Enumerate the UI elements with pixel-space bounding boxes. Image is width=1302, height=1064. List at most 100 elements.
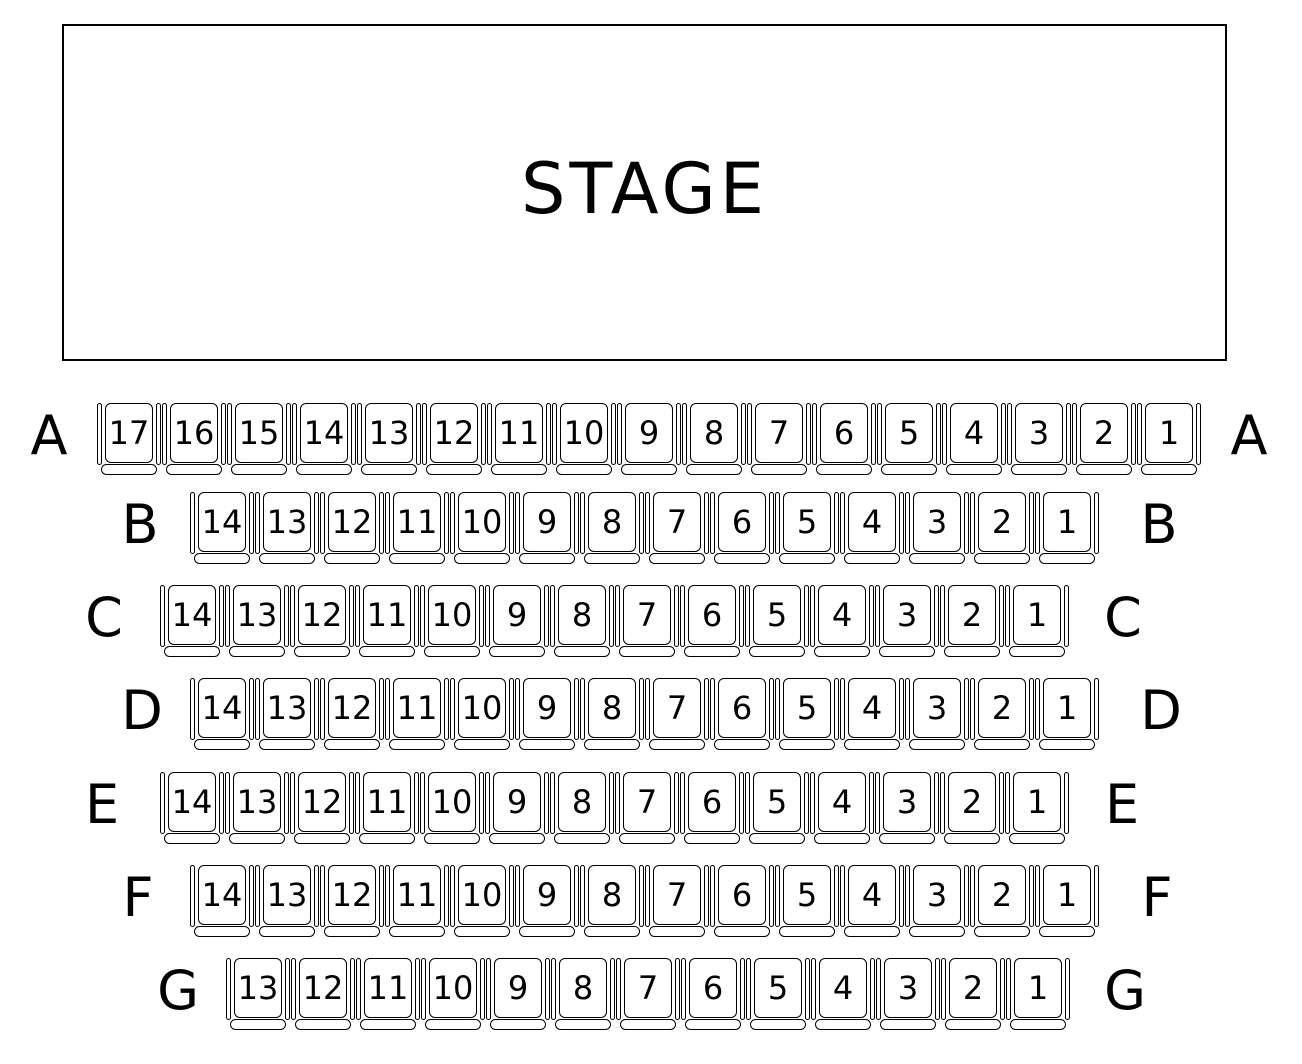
seat[interactable]: 5 — [775, 865, 839, 939]
seat[interactable]: 16 — [162, 403, 226, 477]
seat[interactable]: 11 — [355, 585, 419, 659]
seat[interactable]: 9 — [485, 772, 549, 846]
seat[interactable]: 2 — [970, 492, 1034, 566]
seat[interactable]: 11 — [487, 403, 551, 477]
seat[interactable]: 13 — [255, 678, 319, 752]
seat[interactable]: 1 — [1006, 958, 1070, 1032]
seat[interactable]: 8 — [551, 958, 615, 1032]
seat[interactable]: 7 — [645, 865, 709, 939]
seat[interactable]: 14 — [292, 403, 356, 477]
seat[interactable]: 7 — [747, 403, 811, 477]
seat[interactable]: 3 — [876, 958, 940, 1032]
seat[interactable]: 7 — [615, 772, 679, 846]
seat[interactable]: 8 — [550, 772, 614, 846]
seat[interactable]: 9 — [515, 492, 579, 566]
seat[interactable]: 8 — [580, 678, 644, 752]
seat[interactable]: 12 — [422, 403, 486, 477]
seat[interactable]: 11 — [385, 492, 449, 566]
seat[interactable]: 7 — [645, 678, 709, 752]
seat[interactable]: 6 — [710, 865, 774, 939]
seat[interactable]: 8 — [550, 585, 614, 659]
seat[interactable]: 7 — [615, 585, 679, 659]
seat[interactable]: 6 — [680, 772, 744, 846]
seat[interactable]: 13 — [226, 958, 290, 1032]
seat[interactable]: 12 — [291, 958, 355, 1032]
seat[interactable]: 4 — [840, 678, 904, 752]
seat[interactable]: 2 — [941, 958, 1005, 1032]
seat[interactable]: 4 — [811, 958, 875, 1032]
seat[interactable]: 14 — [190, 492, 254, 566]
seat[interactable]: 17 — [97, 403, 161, 477]
seat[interactable]: 14 — [160, 585, 224, 659]
seat[interactable]: 4 — [942, 403, 1006, 477]
seat[interactable]: 9 — [486, 958, 550, 1032]
seat[interactable]: 6 — [710, 678, 774, 752]
seat[interactable]: 1 — [1005, 585, 1069, 659]
seat[interactable]: 15 — [227, 403, 291, 477]
seat[interactable]: 1 — [1137, 403, 1201, 477]
seat[interactable]: 8 — [580, 865, 644, 939]
seat[interactable]: 14 — [190, 865, 254, 939]
seat[interactable]: 4 — [840, 865, 904, 939]
seat[interactable]: 9 — [515, 865, 579, 939]
seat[interactable]: 13 — [225, 585, 289, 659]
seat[interactable]: 8 — [580, 492, 644, 566]
seat[interactable]: 6 — [680, 585, 744, 659]
seat[interactable]: 12 — [320, 678, 384, 752]
seat[interactable]: 2 — [1072, 403, 1136, 477]
seat[interactable]: 13 — [225, 772, 289, 846]
seat[interactable]: 8 — [682, 403, 746, 477]
seat[interactable]: 12 — [320, 865, 384, 939]
seat[interactable]: 12 — [320, 492, 384, 566]
seat[interactable]: 5 — [775, 678, 839, 752]
seat[interactable]: 1 — [1005, 772, 1069, 846]
seat[interactable]: 7 — [616, 958, 680, 1032]
seat[interactable]: 10 — [421, 958, 485, 1032]
seat[interactable]: 9 — [485, 585, 549, 659]
seat[interactable]: 12 — [290, 772, 354, 846]
seat[interactable]: 4 — [810, 772, 874, 846]
seat[interactable]: 10 — [552, 403, 616, 477]
seat[interactable]: 10 — [450, 865, 514, 939]
seat[interactable]: 13 — [255, 492, 319, 566]
seat[interactable]: 6 — [681, 958, 745, 1032]
seat[interactable]: 1 — [1035, 492, 1099, 566]
seat[interactable]: 5 — [746, 958, 810, 1032]
seat[interactable]: 2 — [970, 678, 1034, 752]
seat[interactable]: 13 — [255, 865, 319, 939]
seat[interactable]: 2 — [940, 772, 1004, 846]
seat[interactable]: 4 — [810, 585, 874, 659]
seat[interactable]: 14 — [190, 678, 254, 752]
seat[interactable]: 1 — [1035, 678, 1099, 752]
seat[interactable]: 5 — [745, 772, 809, 846]
seat[interactable]: 10 — [420, 772, 484, 846]
seat[interactable]: 14 — [160, 772, 224, 846]
seat[interactable]: 6 — [710, 492, 774, 566]
seat[interactable]: 3 — [905, 678, 969, 752]
seat[interactable]: 11 — [385, 678, 449, 752]
seat[interactable]: 9 — [617, 403, 681, 477]
seat[interactable]: 5 — [775, 492, 839, 566]
seat[interactable]: 3 — [875, 772, 939, 846]
seat[interactable]: 13 — [357, 403, 421, 477]
seat[interactable]: 11 — [355, 772, 419, 846]
seat[interactable]: 3 — [905, 492, 969, 566]
seat[interactable]: 3 — [1007, 403, 1071, 477]
seat[interactable]: 11 — [385, 865, 449, 939]
seat[interactable]: 7 — [645, 492, 709, 566]
seat[interactable]: 10 — [420, 585, 484, 659]
seat[interactable]: 5 — [745, 585, 809, 659]
seat[interactable]: 1 — [1035, 865, 1099, 939]
seat[interactable]: 5 — [877, 403, 941, 477]
seat[interactable]: 2 — [940, 585, 1004, 659]
seat[interactable]: 4 — [840, 492, 904, 566]
seat[interactable]: 12 — [290, 585, 354, 659]
seat[interactable]: 2 — [970, 865, 1034, 939]
seat[interactable]: 9 — [515, 678, 579, 752]
seat[interactable]: 10 — [450, 678, 514, 752]
seat[interactable]: 3 — [875, 585, 939, 659]
seat[interactable]: 6 — [812, 403, 876, 477]
seat[interactable]: 10 — [450, 492, 514, 566]
seat[interactable]: 3 — [905, 865, 969, 939]
seat[interactable]: 11 — [356, 958, 420, 1032]
